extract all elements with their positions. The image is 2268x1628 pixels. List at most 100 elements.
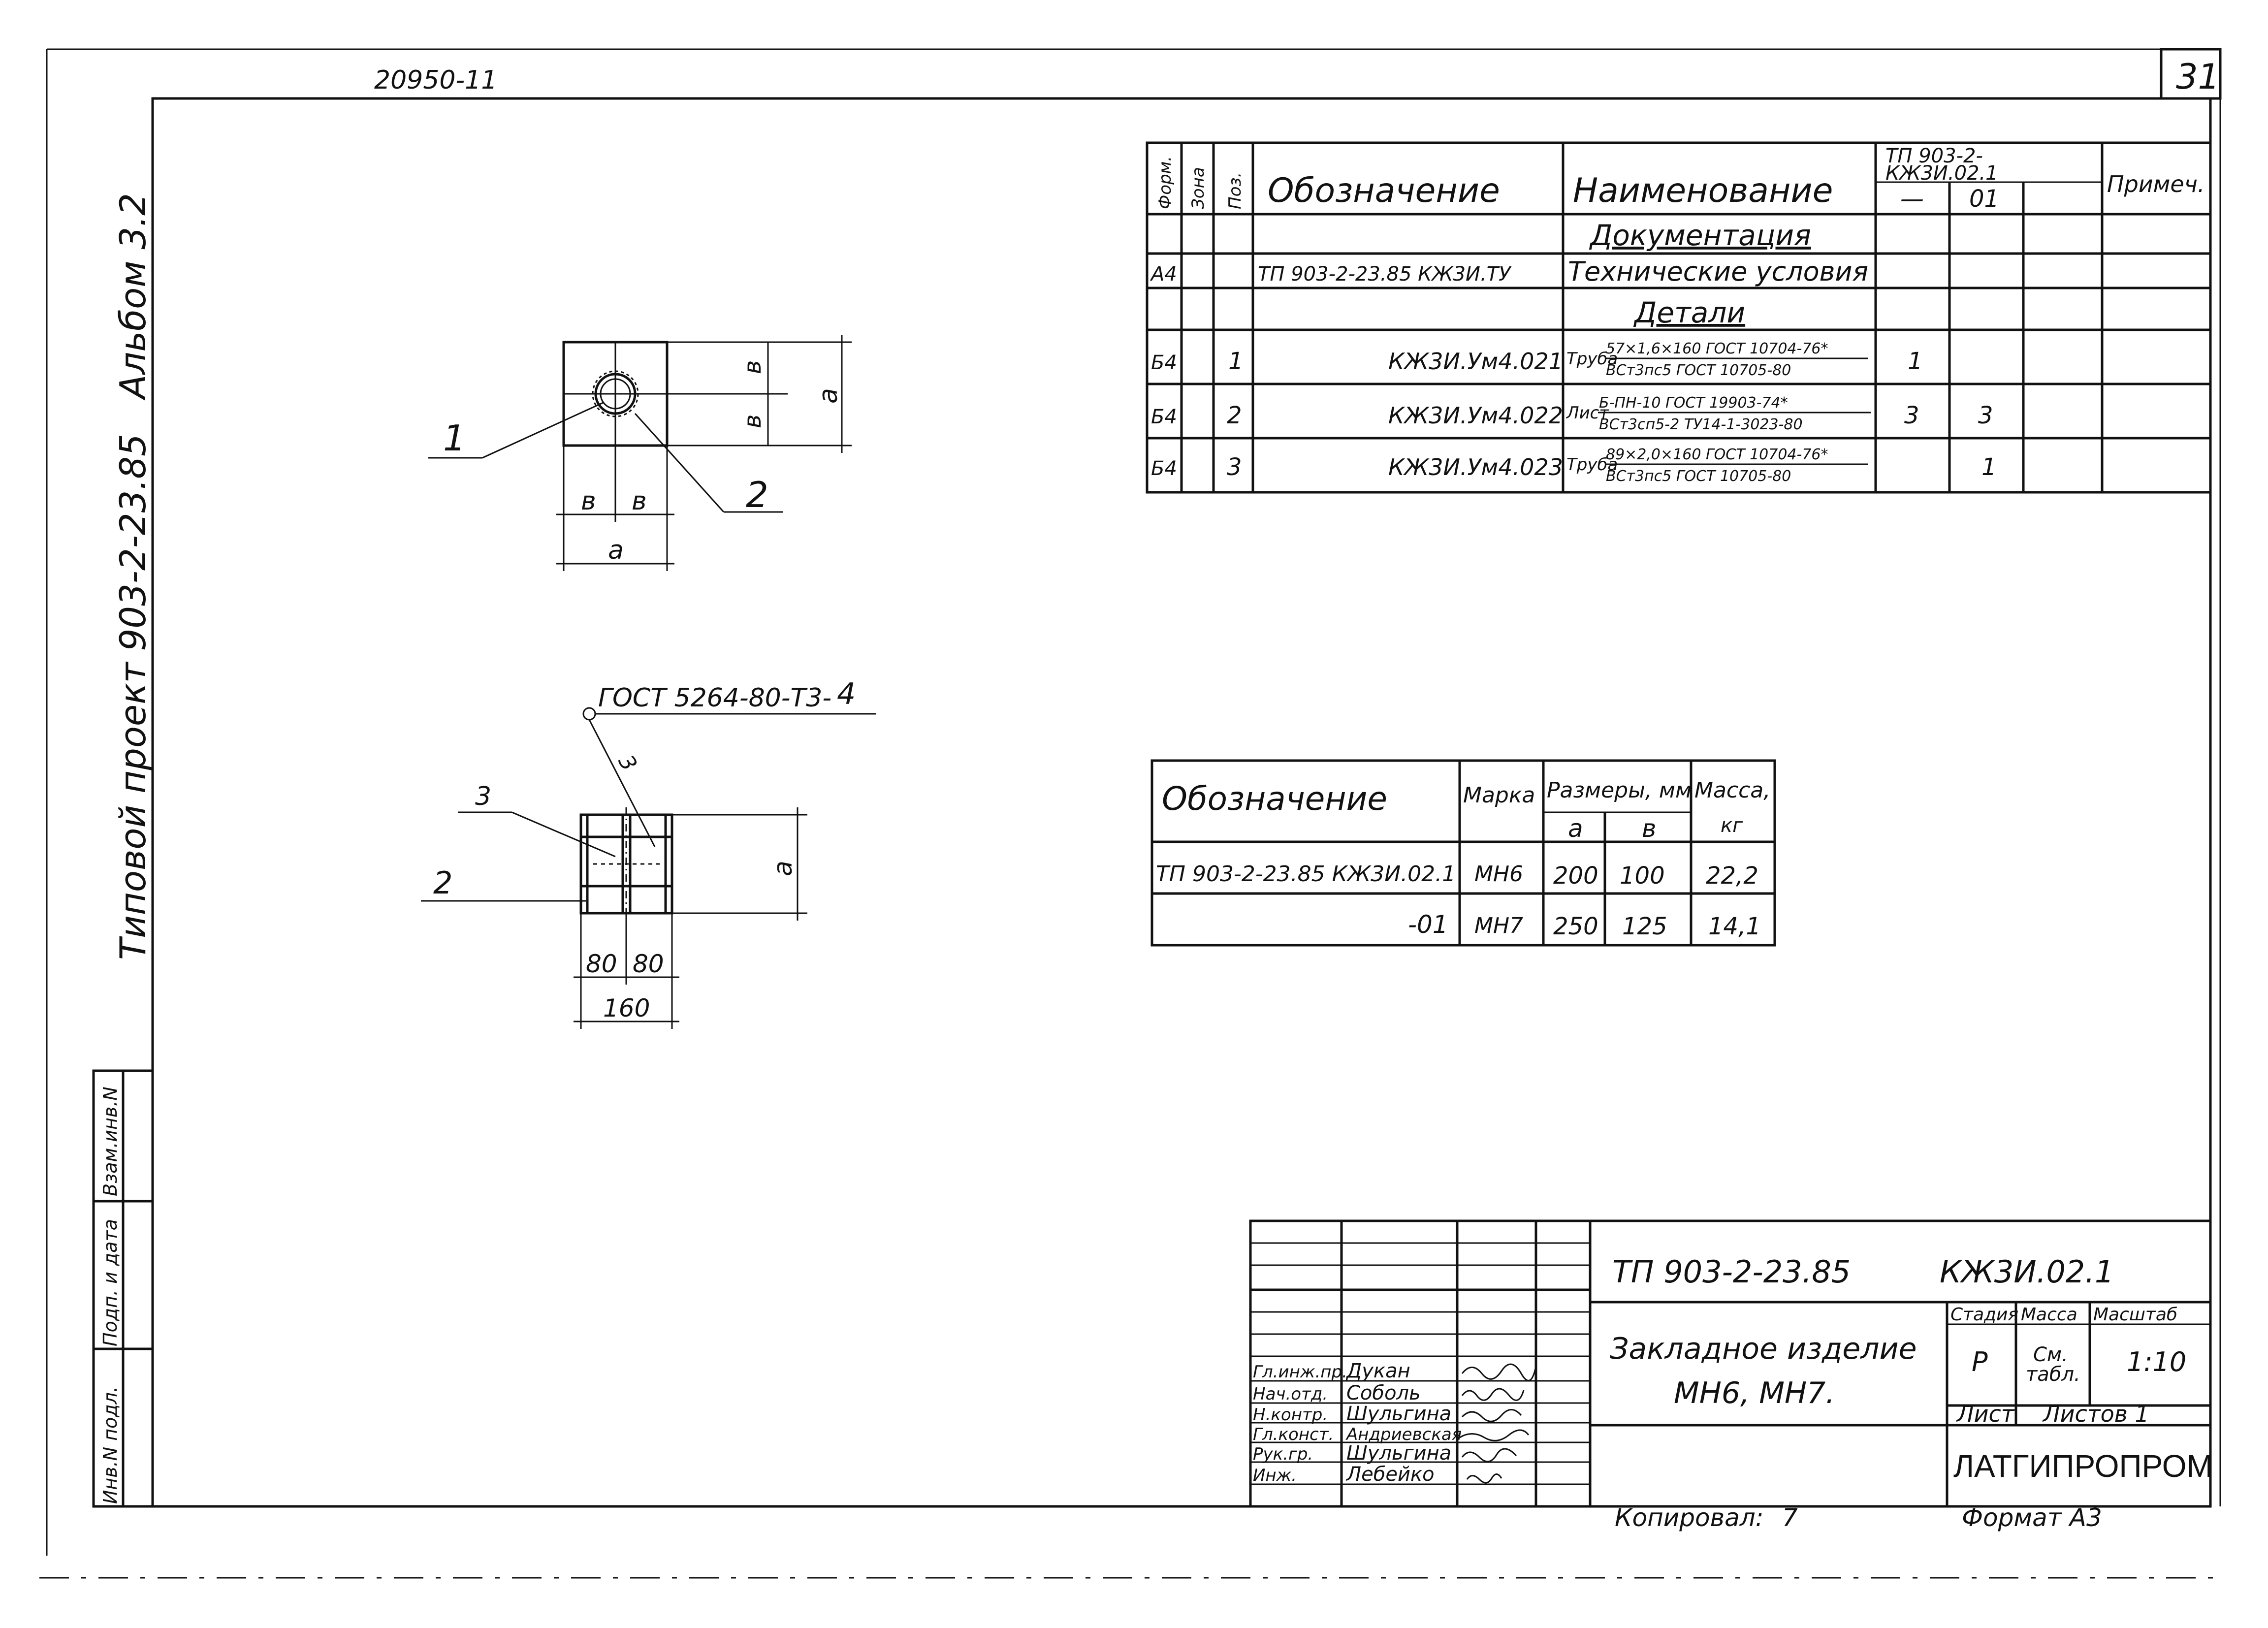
size-header-mass: Масса, (1694, 778, 1770, 803)
title-code: ТП 903-2-23.85 (1612, 1254, 1851, 1290)
spec-row-pos: 2 (1227, 402, 1242, 429)
signature-role: Гл.инж.пр. (1253, 1362, 1347, 1382)
size-header-mass-unit: кг (1721, 814, 1743, 837)
spec-row-pos: 1 (1228, 348, 1244, 375)
spec-header-doc-bottom: КЖ3И.02.1 (1885, 162, 1998, 185)
scale-label: Масштаб (2093, 1305, 2177, 1325)
size-header-mark: Марка (1463, 783, 1535, 808)
weld-note: ГОСТ 5264-80-Т3- (598, 683, 831, 713)
weld-leader-number: 3 (613, 751, 641, 775)
spec-header-var-01: 01 (1969, 185, 1999, 213)
spec-row-name: Технические условия (1568, 256, 1868, 287)
section-dim-160: 160 (603, 994, 650, 1022)
plan-leader-2: 2 (746, 474, 768, 515)
signature-name: Дукан (1345, 1360, 1410, 1382)
size-row-mass: 22,2 (1706, 862, 1758, 890)
spec-header-doc-top: ТП 903-2- (1885, 145, 1983, 167)
spec-header-var-dash: — (1900, 185, 1924, 213)
copied-mark: 7 (1782, 1503, 1798, 1532)
size-row-b: 100 (1620, 862, 1665, 890)
plan-dim-a-horizontal: а (608, 536, 624, 565)
signature-name: Андриевская (1345, 1425, 1462, 1444)
spec-row-material-2: ВСт3пс5 ГОСТ 10705-80 (1606, 468, 1791, 485)
plan-leader-1: 1 (443, 417, 466, 459)
spec-section-details: Детали (1633, 296, 1745, 329)
signature-name: Соболь (1346, 1382, 1421, 1405)
size-header-designation: Обозначение (1162, 780, 1387, 818)
section-view: ГОСТ 5264-80-Т3- 4 3 а 80 80 160 3 (421, 677, 876, 1029)
copied-by: Копировал: (1615, 1503, 1764, 1532)
page-number: 31 (2176, 57, 2220, 97)
size-row-mark: МН6 (1474, 862, 1523, 887)
size-row-designation: ТП 903-2-23.85 КЖ3И.02.1 (1156, 862, 1456, 887)
spec-table: Форм. Зона Поз. Обозначение Наименование… (1146, 141, 2212, 494)
plan-dim-b-lower: в (739, 415, 767, 428)
album-label: Альбом 3.2 (112, 193, 154, 401)
sheets-label: Листов 1 (2042, 1401, 2149, 1427)
sheet-label: Лист (1956, 1401, 2015, 1427)
section-leader-2: 2 (433, 865, 452, 901)
mass-value-2: табл. (2026, 1363, 2080, 1386)
spec-header-format: Форм. (1155, 156, 1175, 209)
spec-row-material-2: ВСт3сп5-2 ТУ14-1-3023-80 (1599, 416, 1803, 433)
mass-value-1: См. (2033, 1343, 2068, 1366)
archive-number: 20950-11 (374, 65, 497, 95)
spec-row-format: Б4 (1151, 351, 1177, 374)
signature-name: Шульгина (1346, 1403, 1451, 1425)
spec-row-pos: 3 (1227, 453, 1242, 481)
spec-row-qty-01: 1 (1981, 453, 1997, 481)
title-doc: КЖ3И.02.1 (1940, 1254, 2114, 1290)
spec-header-zone: Зона (1188, 167, 1208, 209)
size-row-designation: -01 (1408, 910, 1448, 939)
spec-row-format: Б4 (1151, 457, 1177, 480)
section-dim-a: а (768, 861, 798, 876)
stamp-replace-inv: Взам.инв.N (99, 1086, 121, 1196)
spec-header-pos: Поз. (1225, 172, 1245, 209)
spec-row-material-1: 89×2,0×160 ГОСТ 10704-76* (1606, 446, 1828, 463)
signature-role: Нач.отд. (1253, 1384, 1328, 1404)
spec-row-designation: КЖ3И.Ум4.022 (1388, 402, 1563, 429)
title-block: ТП 903-2-23.85 КЖ3И.02.1 Закладное издел… (1249, 1219, 2213, 1508)
size-row-mass: 14,1 (1708, 913, 1761, 940)
section-dim-80-left: 80 (586, 950, 617, 978)
scale-value: 1:10 (2127, 1346, 2186, 1377)
size-row-a: 200 (1553, 862, 1598, 890)
spec-header-note: Примеч. (2107, 171, 2205, 197)
sheet-frame (39, 48, 2222, 1579)
spec-row-material-1: Б-ПН-10 ГОСТ 19903-74* (1599, 394, 1788, 412)
side-stamp: Взам.инв.N Подп. и дата Инв.N подл. (92, 1069, 154, 1508)
spec-header-name: Наименование (1573, 171, 1833, 210)
spec-row-qty-dash: 1 (1908, 348, 1923, 375)
spec-row-material-2: ВСт3пс5 ГОСТ 10705-80 (1606, 362, 1791, 379)
plan-dim-b-right: в (632, 486, 647, 516)
signature-role: Инж. (1253, 1466, 1297, 1485)
size-header-b: в (1642, 814, 1656, 843)
weld-size: 4 (837, 677, 856, 711)
signature-name: Шульгина (1346, 1442, 1451, 1465)
spec-header-designation: Обозначение (1268, 171, 1500, 210)
spec-row-designation: ТП 903-2-23.85 КЖ3И.ТУ (1258, 263, 1512, 286)
spec-row-format: Б4 (1151, 406, 1177, 428)
signature-role: Н.контр. (1253, 1405, 1328, 1425)
spec-section-documentation: Документация (1589, 219, 1811, 252)
spec-row-qty-dash: 3 (1904, 402, 1919, 429)
plan-dim-b-left: в (581, 486, 596, 516)
spec-row-designation: КЖ3И.Ум4.023 (1388, 454, 1563, 480)
plan-dim-b-upper: в (739, 360, 767, 374)
size-header-sizes: Размеры, мм (1547, 778, 1692, 803)
section-leader-3: 3 (475, 782, 491, 811)
plan-view: в в а в в а 1 2 (428, 335, 852, 571)
signature-role: Рук.гр. (1253, 1444, 1313, 1464)
size-row-mark: МН7 (1474, 913, 1523, 938)
size-table: Обозначение Марка Размеры, мм а в Масса,… (1150, 759, 1776, 947)
format-label: Формат А3 (1962, 1503, 2102, 1532)
organization: ЛАТГИПРОПРОМ (1953, 1448, 2213, 1484)
mass-label: Масса (2021, 1305, 2077, 1325)
section-dim-80-right: 80 (633, 950, 664, 978)
spec-row-material-1: 57×1,6×160 ГОСТ 10704-76* (1606, 340, 1828, 357)
stamp-inv-orig: Инв.N подл. (99, 1386, 121, 1504)
spec-row-designation: КЖ3И.Ум4.021 (1388, 348, 1563, 375)
signature-role: Гл.конст. (1253, 1425, 1334, 1444)
plan-dim-a-vertical: а (814, 388, 843, 404)
